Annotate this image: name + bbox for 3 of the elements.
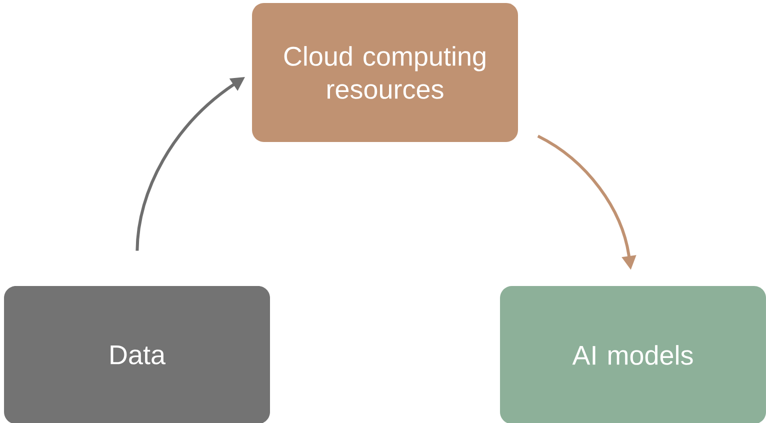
process-box: AI models bbox=[500, 286, 766, 423]
process-box: Data bbox=[4, 286, 270, 423]
process-box: Cloud computing resources bbox=[252, 3, 518, 142]
